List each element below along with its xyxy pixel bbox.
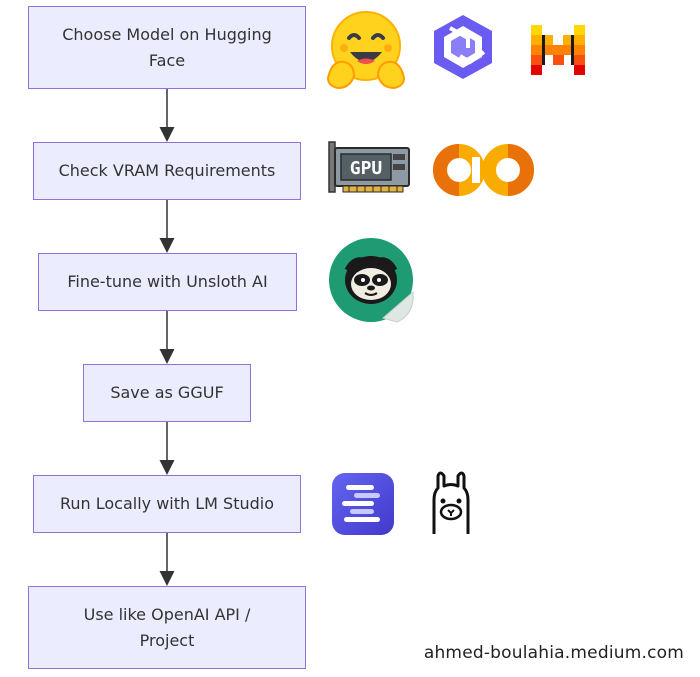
- step-choose-model: Choose Model on Hugging Face: [28, 6, 306, 89]
- ollama-llama-icon: [432, 471, 470, 534]
- hugging-face-icon: [326, 11, 406, 90]
- step-check-vram: Check VRAM Requirements: [33, 142, 301, 200]
- step-fine-tune: Fine-tune with Unsloth AI: [38, 253, 297, 311]
- step-run-locally: Run Locally with LM Studio: [33, 475, 301, 533]
- step-save-gguf: Save as GGUF: [83, 364, 251, 422]
- watermark-domain: ahmed-boulahia.medium.com: [423, 643, 684, 663]
- step-label: Choose Model on Hugging Face: [62, 24, 272, 70]
- qwen-icon: [434, 15, 492, 79]
- google-colab-icon: CO: [433, 144, 534, 196]
- step-use-openai-api: Use like OpenAI API / Project: [28, 586, 306, 669]
- lm-studio-icon: [332, 473, 394, 535]
- step-label: Use like OpenAI API / Project: [83, 604, 251, 650]
- mistral-icon: [531, 25, 585, 75]
- step-label: Fine-tune with Unsloth AI: [67, 272, 268, 291]
- step-label: Check VRAM Requirements: [58, 161, 276, 180]
- gpu-card-icon: GPU: [328, 141, 410, 193]
- gpu-card-label: GPU: [350, 158, 383, 179]
- step-label: Run Locally with LM Studio: [59, 494, 275, 513]
- unsloth-sloth-icon: [329, 238, 414, 323]
- step-label: Save as GGUF: [110, 383, 224, 402]
